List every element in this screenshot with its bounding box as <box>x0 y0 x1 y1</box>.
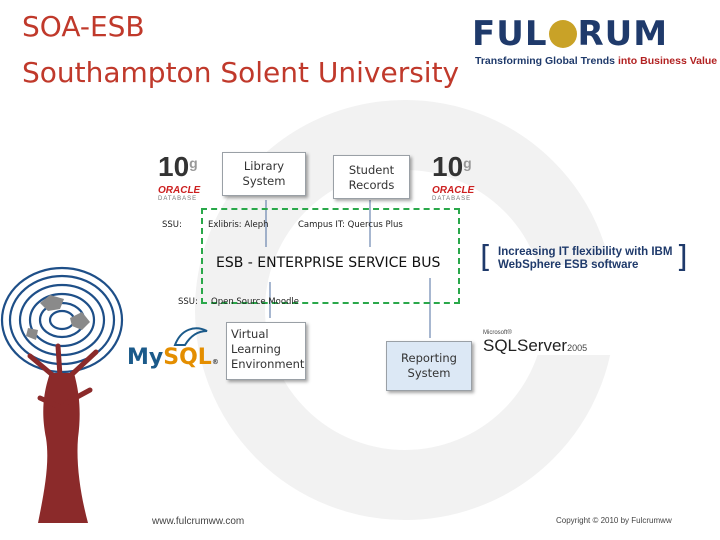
reporting-system-box: Reporting System <box>386 341 472 391</box>
dolphin-icon <box>173 327 208 346</box>
globe-icon <box>548 20 577 48</box>
page-title: SOA-ESB <box>22 10 145 43</box>
exlibris-label: Exlibris: Aleph <box>208 220 269 230</box>
esb-boundary <box>201 208 460 304</box>
fingerprint-tree-icon <box>0 266 124 523</box>
esb-title: ESB - ENTERPRISE SERVICE BUS <box>216 255 441 271</box>
ibm-bracket-open: [ <box>480 240 492 275</box>
fulcrum-logo: FUL RUM <box>472 14 668 54</box>
student-records-box: Student Records <box>333 155 410 199</box>
footer-url: www.fulcrumww.com <box>152 516 245 527</box>
logo-text-left: FUL <box>472 14 548 54</box>
ssu-label-top: SSU: <box>162 220 182 230</box>
ibm-websphere-tagline: Increasing IT flexibility with IBM WebSp… <box>498 246 673 271</box>
campus-it-label: Campus IT: Quercus Plus <box>298 220 403 230</box>
logo-text-right: RUM <box>577 14 669 54</box>
moodle-label: Open Source Moodle <box>211 297 300 307</box>
oracle-10g-logo-left: 10g ORACLE DATABASE <box>158 151 201 203</box>
library-system-box: Library System <box>222 152 306 196</box>
vle-box: Virtual Learning Environment <box>226 322 306 380</box>
footer-copyright: Copyright © 2010 by Fulcrumww <box>556 516 672 525</box>
logo-tagline: Transforming Global Trends into Business… <box>475 55 718 67</box>
fulcrum-watermark <box>195 100 620 520</box>
oracle-10g-logo-right: 10g ORACLE DATABASE <box>432 151 475 203</box>
page-subtitle: Southampton Solent University <box>22 56 460 89</box>
sql-server-logo: Microsoft® SQLServer2005 <box>483 330 588 355</box>
ssu-label-bottom: SSU: <box>178 297 198 307</box>
mysql-logo: MySQL® <box>127 323 219 371</box>
ibm-bracket-close: ] <box>676 240 688 275</box>
